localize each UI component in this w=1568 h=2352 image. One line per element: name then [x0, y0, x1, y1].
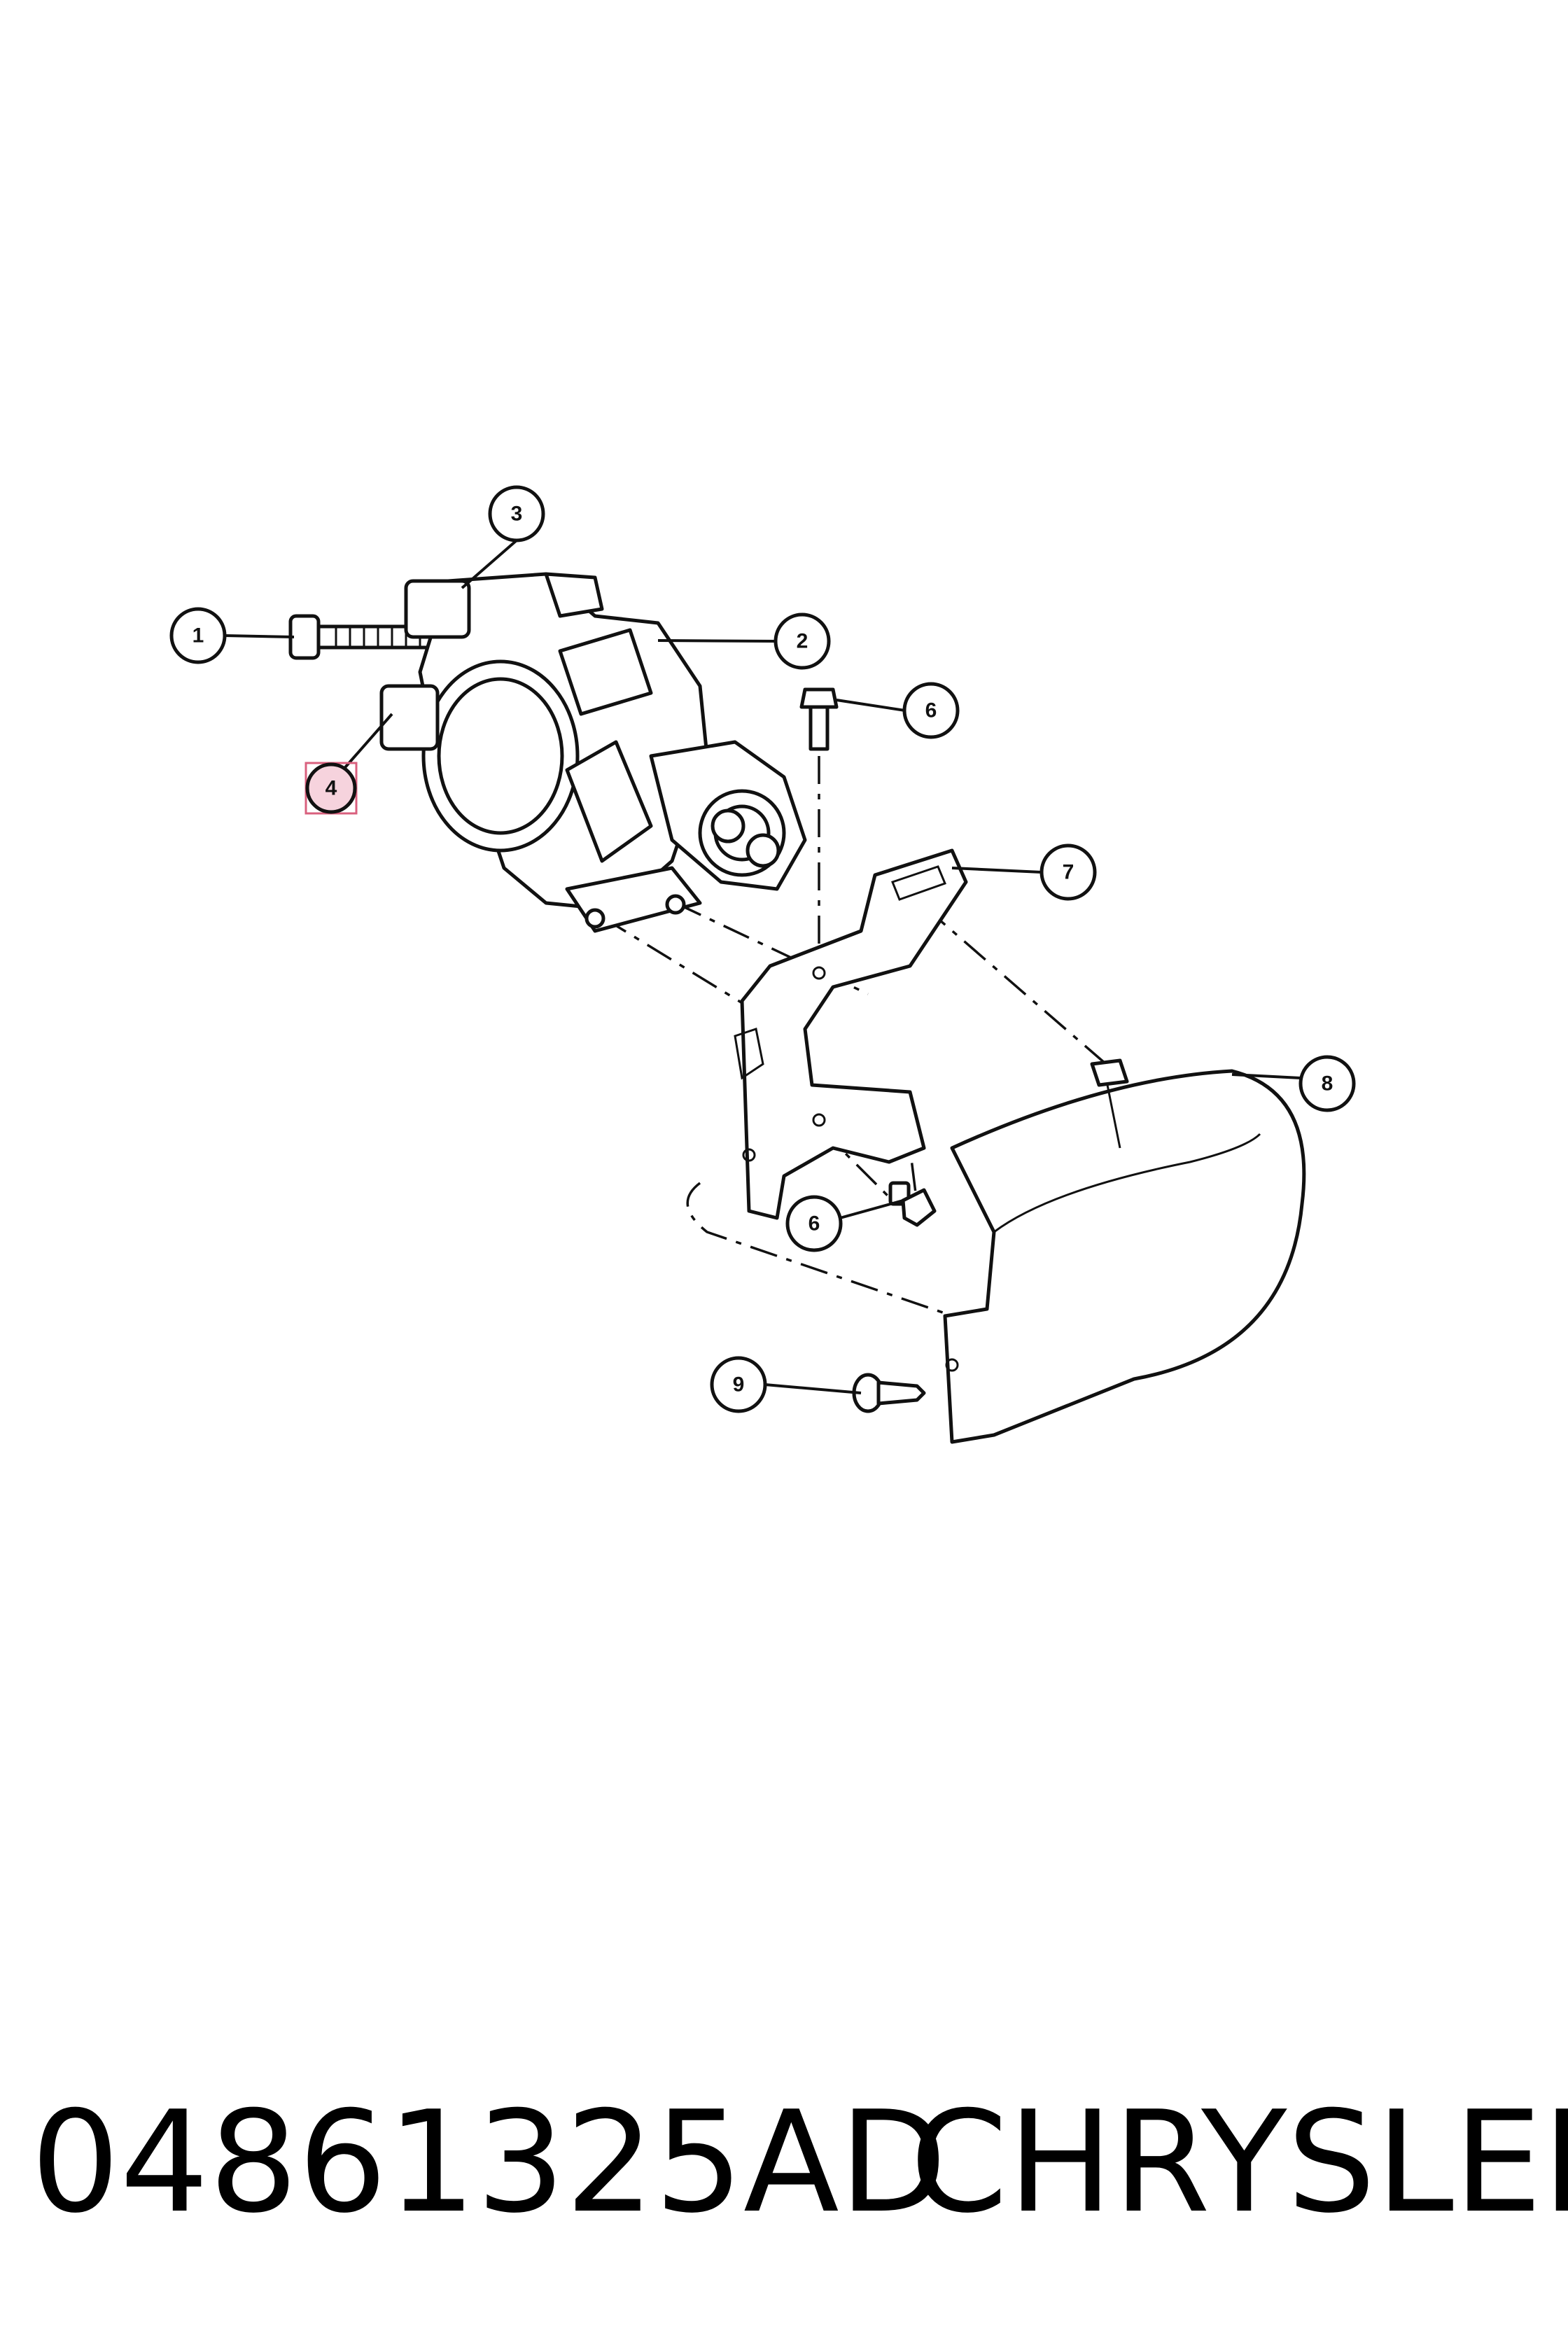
bracket-bolt-upper: [799, 687, 839, 751]
callout-1-label: 1: [192, 624, 204, 648]
callout-4-label: 4: [326, 777, 337, 800]
cover-shield-part: [943, 1058, 1306, 1444]
part-caption: 04861325AD CHRYSLER: [0, 2072, 1568, 2254]
callout-3[interactable]: 3: [488, 485, 545, 542]
callout-2-label: 2: [797, 630, 808, 653]
callout-6-lower-label: 6: [808, 1212, 820, 1236]
callout-6-lower[interactable]: 6: [785, 1195, 843, 1252]
callout-2[interactable]: 2: [774, 612, 831, 670]
callout-4[interactable]: 4: [304, 762, 358, 815]
idle-motor-part: [649, 740, 807, 891]
mounting-bracket-part: [734, 848, 968, 1220]
callout-6-upper-label: 6: [925, 699, 937, 722]
callout-8[interactable]: 8: [1298, 1055, 1356, 1112]
callout-8-label: 8: [1322, 1072, 1334, 1096]
bracket-bolt-lower: [888, 1181, 937, 1227]
callout-6-upper[interactable]: 6: [902, 682, 960, 739]
callout-1[interactable]: 1: [169, 607, 227, 664]
callout-7-label: 7: [1063, 861, 1074, 884]
callout-7[interactable]: 7: [1040, 844, 1097, 901]
callout-9[interactable]: 9: [710, 1356, 767, 1413]
leader-lines: [225, 539, 1301, 1394]
brand-name: CHRYSLER: [910, 2081, 1568, 2244]
callout-9-label: 9: [733, 1373, 745, 1396]
part-number: 04861325AD: [31, 2081, 947, 2244]
throttle-body-part: [379, 572, 709, 933]
callout-3-label: 3: [511, 503, 523, 526]
push-pin-part: [852, 1373, 926, 1413]
